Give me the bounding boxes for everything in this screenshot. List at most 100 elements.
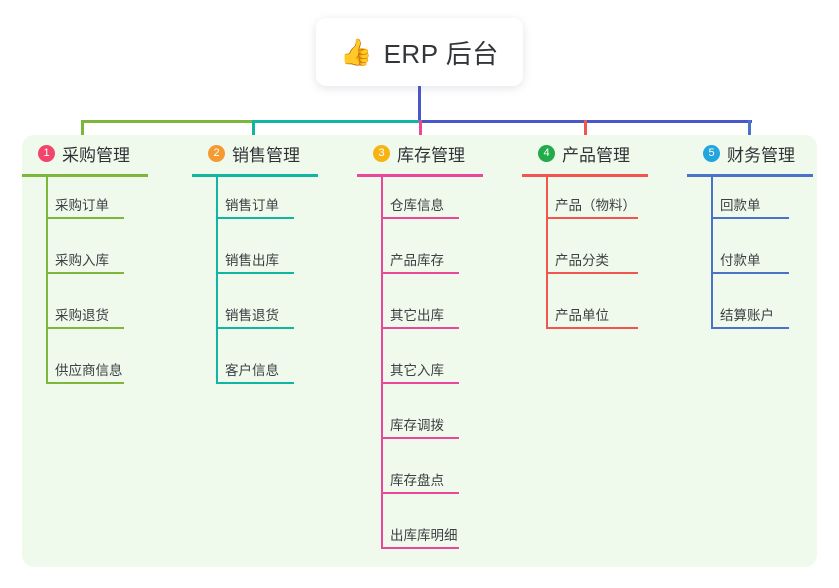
list-item[interactable]: 产品分类: [522, 232, 668, 287]
category-badge-3: 3: [373, 144, 390, 162]
category-badge-5: 5: [703, 144, 720, 162]
category-underline-4: [522, 174, 648, 177]
category-column-3: 3 库存管理仓库信息产品库存其它出库其它入库库存调拨库存盘点出库库明细: [357, 135, 503, 562]
list-item-label: 供应商信息: [55, 363, 123, 378]
item-list-4: 产品（物料） 产品分类产品单位: [522, 177, 668, 342]
list-item[interactable]: 库存调拨: [357, 397, 503, 452]
list-item-underline: [711, 272, 789, 274]
connector-drop: [748, 120, 751, 147]
list-item[interactable]: 产品（物料）: [522, 177, 668, 232]
category-title-3: 库存管理: [397, 145, 465, 165]
connector-drop: [252, 120, 255, 147]
connector-drop: [81, 120, 84, 147]
list-item[interactable]: 库存盘点: [357, 452, 503, 507]
list-item-underline: [381, 547, 459, 549]
list-item-label: 其它出库: [390, 308, 444, 323]
item-list-5: 回款单付款单结算账户: [687, 177, 833, 342]
list-item[interactable]: 销售退货: [192, 287, 338, 342]
list-item-underline: [46, 272, 124, 274]
list-item-label: 采购退货: [55, 308, 109, 323]
list-item-label: 客户信息: [225, 363, 279, 378]
list-item-underline: [546, 272, 638, 274]
category-badge-4: 4: [538, 144, 555, 162]
list-item[interactable]: 其它出库: [357, 287, 503, 342]
list-item-label: 销售退货: [225, 308, 279, 323]
list-item[interactable]: 采购入库: [22, 232, 168, 287]
list-item-underline: [546, 217, 638, 219]
item-spine: [711, 177, 713, 329]
list-item-label: 回款单: [720, 198, 761, 213]
list-item-underline: [711, 217, 789, 219]
list-item-label: 其它入库: [390, 363, 444, 378]
list-item[interactable]: 供应商信息: [22, 342, 168, 397]
list-item-underline: [711, 327, 789, 329]
category-underline-1: [22, 174, 148, 177]
list-item[interactable]: 销售订单: [192, 177, 338, 232]
list-item-underline: [216, 217, 294, 219]
list-item[interactable]: 客户信息: [192, 342, 338, 397]
list-item-label: 库存盘点: [390, 473, 444, 488]
root-node-card[interactable]: 👍 ERP 后台: [316, 18, 523, 86]
list-item-label: 库存调拨: [390, 418, 444, 433]
list-item-underline: [46, 327, 124, 329]
list-item-label: 仓库信息: [390, 198, 444, 213]
connector-drop: [584, 120, 587, 147]
list-item-label: 销售订单: [225, 198, 279, 213]
item-spine: [216, 177, 218, 384]
list-item-underline: [381, 437, 459, 439]
list-item-label: 采购入库: [55, 253, 109, 268]
list-item[interactable]: 采购退货: [22, 287, 168, 342]
list-item[interactable]: 结算账户: [687, 287, 833, 342]
item-spine: [381, 177, 383, 549]
connector-bar-segment: [252, 120, 422, 123]
list-item-underline: [216, 327, 294, 329]
list-item-label: 采购订单: [55, 198, 109, 213]
list-item-label: 产品（物料）: [555, 198, 636, 213]
list-item-label: 产品单位: [555, 308, 609, 323]
list-item[interactable]: 付款单: [687, 232, 833, 287]
connector-trunk: [418, 86, 421, 122]
list-item-label: 出库库明细: [390, 528, 458, 543]
category-column-2: 2 销售管理销售订单销售出库销售退货客户信息: [192, 135, 338, 397]
list-item-underline: [381, 272, 459, 274]
list-item[interactable]: 出库库明细: [357, 507, 503, 562]
category-title-4: 产品管理: [562, 145, 630, 165]
connector-bar-segment: [81, 120, 255, 123]
category-title-2: 销售管理: [232, 145, 300, 165]
list-item-underline: [381, 327, 459, 329]
category-title-1: 采购管理: [62, 145, 130, 165]
list-item[interactable]: 产品单位: [522, 287, 668, 342]
list-item-label: 产品库存: [390, 253, 444, 268]
list-item[interactable]: 回款单: [687, 177, 833, 232]
list-item-label: 付款单: [720, 253, 761, 268]
category-header-2[interactable]: 2 销售管理: [192, 135, 338, 171]
list-item[interactable]: 产品库存: [357, 232, 503, 287]
list-item-underline: [381, 492, 459, 494]
item-list-3: 仓库信息产品库存其它出库其它入库库存调拨库存盘点出库库明细: [357, 177, 503, 562]
item-list-2: 销售订单销售出库销售退货客户信息: [192, 177, 338, 397]
list-item-underline: [381, 382, 459, 384]
item-spine: [46, 177, 48, 384]
list-item[interactable]: 销售出库: [192, 232, 338, 287]
category-header-4[interactable]: 4 产品管理: [522, 135, 668, 171]
category-underline-3: [357, 174, 483, 177]
category-underline-5: [687, 174, 813, 177]
item-list-1: 采购订单采购入库采购退货供应商信息: [22, 177, 168, 397]
list-item[interactable]: 其它入库: [357, 342, 503, 397]
list-item-underline: [216, 382, 294, 384]
category-badge-2: 2: [208, 144, 225, 162]
category-column-4: 4 产品管理产品（物料） 产品分类产品单位: [522, 135, 668, 342]
list-item-underline: [46, 382, 124, 384]
category-header-3[interactable]: 3 库存管理: [357, 135, 503, 171]
list-item-underline: [546, 327, 638, 329]
list-item-label: 销售出库: [225, 253, 279, 268]
list-item[interactable]: 仓库信息: [357, 177, 503, 232]
list-item-underline: [216, 272, 294, 274]
list-item[interactable]: 采购订单: [22, 177, 168, 232]
connector-drop: [419, 120, 422, 147]
